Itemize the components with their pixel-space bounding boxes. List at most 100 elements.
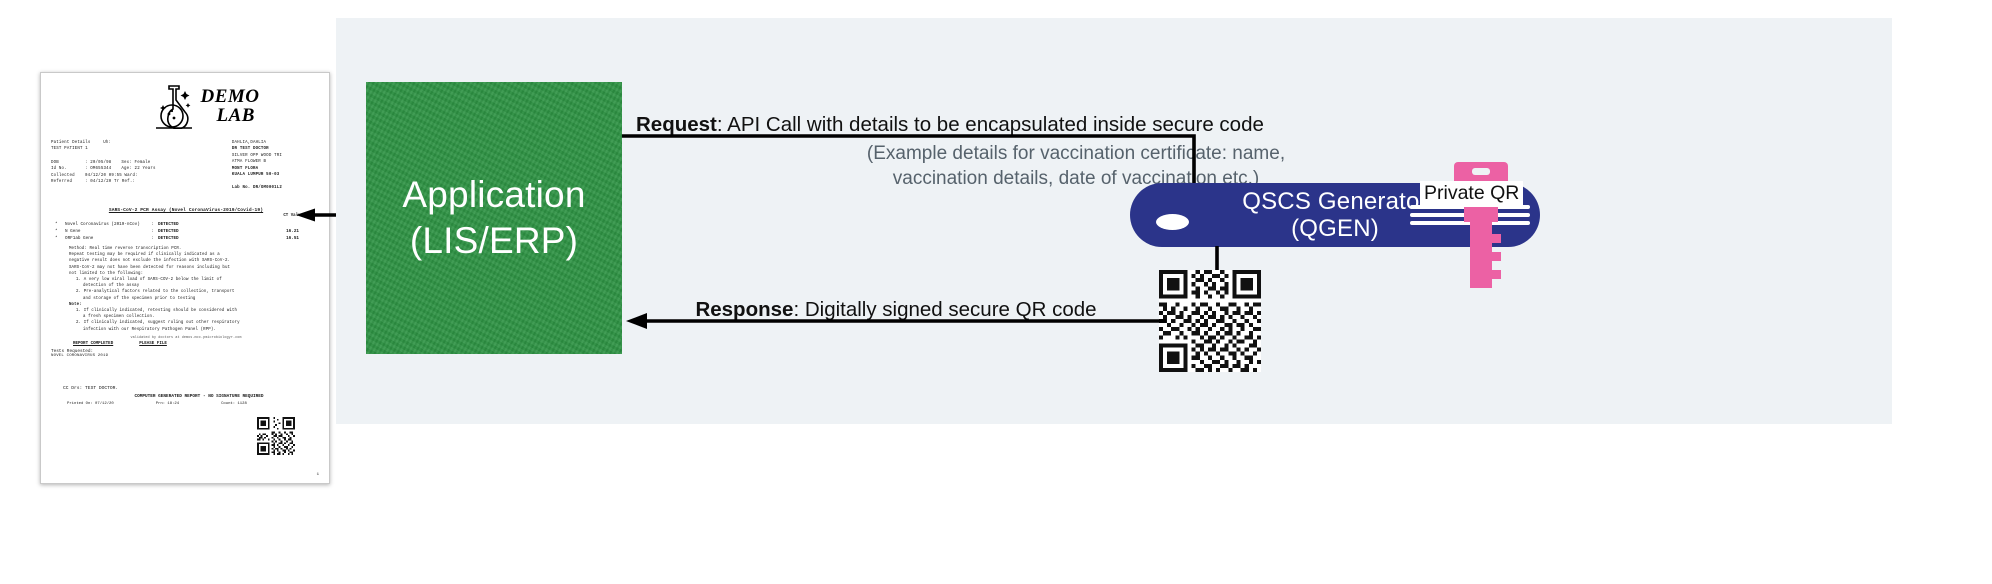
body-paragraph: Repeat testing may be required if clinic… — [69, 253, 220, 258]
note-heading: Note: — [69, 302, 82, 307]
result-value: DETECTED — [158, 236, 179, 241]
bullet-icon: * — [55, 236, 58, 241]
response-text: : Digitally signed secure QR code — [793, 298, 1097, 321]
request-lead: Request — [636, 113, 717, 136]
lab-name: DEMO LAB — [200, 87, 259, 125]
architecture-diagram-panel: Application (LIS/ERP) Request: API Call … — [336, 18, 1892, 424]
note-item-cont: a fresh specimen collection. — [83, 315, 155, 320]
validated-line: validated by doctors at demos.mcc.pmicro… — [130, 335, 242, 340]
report-status-row: REPORT COMPLETED PLEASE FILE — [51, 342, 321, 346]
item-text: If clinically indicated, suggest ruling … — [83, 321, 240, 326]
result-value: DETECTED — [158, 229, 179, 234]
collected-label: Collected — [51, 173, 75, 178]
note-item-cont: infection with our Respiratory Pathogen … — [83, 327, 216, 332]
item-text: If clinically indicated, retesting shoul… — [83, 309, 238, 314]
document-content: DEMO LAB Patient Details Uh: TEST PATIEN… — [51, 81, 321, 477]
tests-requested-label: Tests Requested: — [51, 348, 94, 354]
printed-count: 1128 — [237, 401, 247, 406]
ct-value-header: CT Value — [283, 214, 303, 218]
numbered-item-cont: detection of the assay — [83, 284, 140, 289]
body-paragraph: negative result does not exclude the inf… — [69, 259, 231, 264]
arrow-response-flow — [626, 313, 1166, 329]
request-sub-line1: (Example details for vaccination certifi… — [866, 143, 1286, 164]
item-number: 1. — [76, 309, 82, 314]
collected-value: 04/12/20 09:55 Ward: — [85, 173, 138, 178]
lab-name-line2: LAB — [216, 105, 255, 126]
application-line2: (LIS/ERP) — [409, 220, 579, 261]
lab-number: Lab No. DR/OM0001L2 — [231, 186, 283, 191]
referred-value: : 04/12/20 Tr Ref.: — [85, 180, 136, 185]
referrer-line3: SILVER OPP WOOD TRI — [231, 153, 283, 158]
qgen-line2: (QGEN) — [1291, 215, 1379, 242]
result-value: DETECTED — [158, 222, 179, 227]
patient-dob-row: DOB : 20/05/98 Sex: Female — [51, 160, 229, 166]
results-list: *Novel Coronavirus (2019-nCov):DETECTED … — [51, 221, 321, 242]
qgen-indicator-dot — [1156, 214, 1189, 230]
referred-label: Referred — [51, 180, 73, 185]
printed-time-label: Prn: — [155, 401, 166, 406]
referrer-line5: MONT FLORA — [231, 166, 259, 171]
document-header: DEMO LAB — [51, 81, 321, 131]
dob-label: DOB — [51, 160, 59, 165]
tests-requested-value: NOVEL CORONAVIRUS 2019 — [51, 353, 109, 358]
response-lead: Response — [695, 298, 794, 321]
note-item: 1. If clinically indicated, retesting sh… — [69, 308, 321, 314]
referrer-line2: DR TEST DOCTOR — [231, 147, 269, 152]
referred-row: Referred : 04/12/20 Tr Ref.: — [51, 179, 229, 185]
patient-details-right: DAHLIA,DAHLIA DR TEST DOCTOR SILVER OPP … — [232, 140, 321, 192]
qgen-line1: QSCS Generator — [1242, 188, 1428, 215]
age-value: Age: 22 Years — [121, 167, 156, 172]
application-line1: Application — [402, 174, 586, 215]
bullet-icon: * — [55, 222, 58, 227]
item-number: 1. — [76, 278, 82, 283]
cc-doctors-line: CC Drs: TEST DOCTOR. — [63, 385, 119, 391]
result-row: *Novel Coronavirus (2019-nCov):DETECTED — [55, 222, 179, 227]
patient-details-label: Patient Details — [51, 141, 91, 145]
numbered-item: 1. A very low viral load of SARS-COV-2 b… — [69, 277, 321, 283]
method-line: Method: Real time reverse transcription … — [69, 247, 182, 251]
application-node[interactable]: Application (LIS/ERP) — [366, 82, 622, 354]
body-paragraph: SARS-CoV-2 may not have been detected fo… — [69, 265, 231, 270]
generated-qr-code — [1159, 270, 1261, 372]
collected-row: Collected 04/12/20 09:55 Ward: — [51, 173, 229, 179]
body-paragraph: not limited to the following: — [69, 271, 144, 276]
printed-date: 07/12/20 — [95, 401, 114, 406]
result-ct: 16.21 — [286, 229, 299, 234]
request-text: : API Call with details to be encapsulat… — [716, 113, 1264, 136]
computer-generated-note: COMPUTER GENERATED REPORT - NO SIGNATURE… — [134, 393, 264, 399]
lab-report-document[interactable]: DEMO LAB Patient Details Uh: TEST PATIEN… — [40, 72, 330, 484]
printed-count-label: Count: — [221, 401, 236, 406]
result-name: ORF1ab Gene — [65, 236, 94, 241]
response-label: Response: Digitally signed secure QR cod… — [636, 298, 1156, 322]
report-completed-label: REPORT COMPLETED — [73, 341, 114, 346]
item-text: Pre-analytical factors related to the co… — [83, 290, 235, 295]
item-number: 2. — [76, 321, 82, 326]
sex-value: Sex: Female — [121, 160, 151, 165]
patient-name: TEST PATIENT 1 — [51, 147, 88, 152]
result-name: Novel Coronavirus (2019-nCov) — [65, 222, 140, 227]
printed-time: 18:24 — [167, 401, 180, 406]
dob-value: : 20/05/98 — [85, 160, 112, 165]
private-key-icon — [1454, 162, 1508, 288]
patient-details-left: Patient Details Uh: TEST PATIENT 1 DOB : … — [51, 140, 229, 185]
assay-title: SARS-CoV-2 PCR Assay (Novel CoronaVirus-… — [108, 208, 264, 213]
result-name: N Gene — [65, 229, 81, 234]
document-qr-code — [257, 417, 295, 455]
result-ct: 16.51 — [286, 236, 299, 241]
referrer-line1: DAHLIA,DAHLIA — [231, 141, 267, 145]
item-text: A very low viral load of SARS-COV-2 belo… — [83, 278, 222, 283]
uhid-label: Uh: — [103, 141, 112, 145]
patient-details-block: Patient Details Uh: TEST PATIENT 1 DOB : … — [51, 140, 321, 200]
arrow-request-flow — [622, 134, 1202, 244]
referrer-line6: KUALA LUMPUR 50-03 — [231, 173, 280, 178]
flask-icon — [156, 85, 193, 129]
numbered-item: 2. Pre-analytical factors related to the… — [69, 289, 321, 295]
note-item: 2. If clinically indicated, suggest ruli… — [69, 320, 321, 326]
bullet-icon: * — [55, 229, 58, 234]
request-label: Request: API Call with details to be enc… — [636, 113, 1536, 137]
page-marker: 1 — [316, 473, 319, 477]
please-file-label: PLEASE FILE — [139, 341, 167, 346]
